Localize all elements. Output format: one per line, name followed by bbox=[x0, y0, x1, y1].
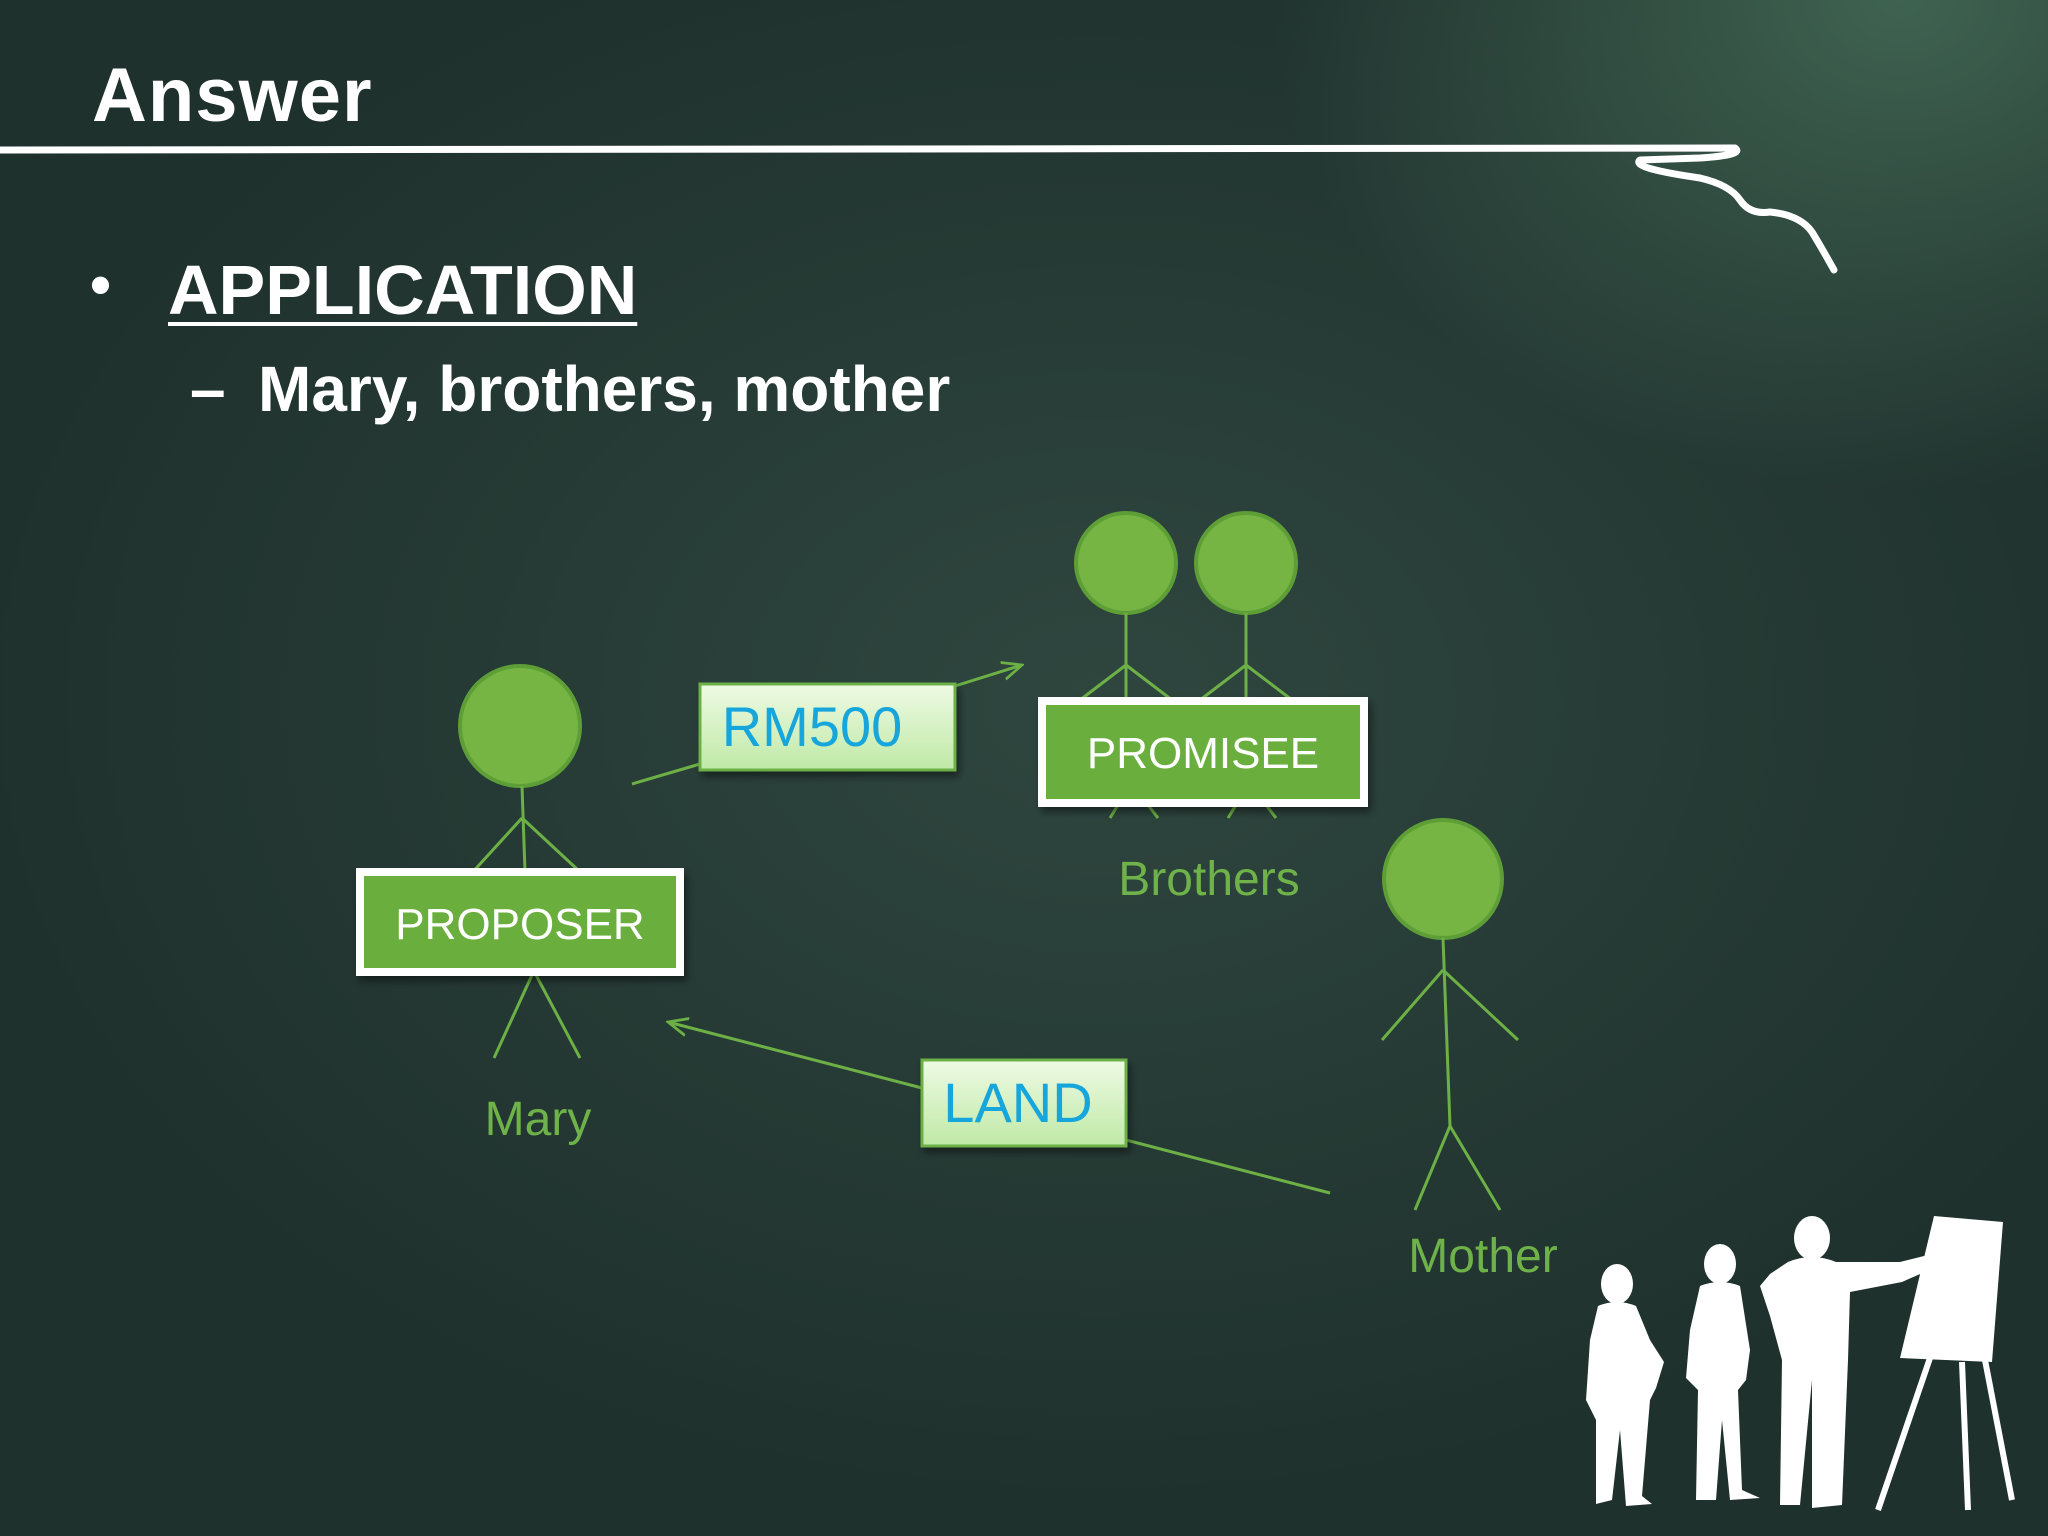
brother-head-2 bbox=[1194, 511, 1298, 615]
mother-leg-left bbox=[1413, 1125, 1452, 1211]
mother-arm-right bbox=[1441, 968, 1520, 1042]
land-label: LAND bbox=[943, 1071, 1092, 1134]
proposer-box bbox=[356, 868, 684, 976]
promisee-box bbox=[1038, 697, 1368, 807]
sub-bullet-item: –Mary, brothers, mother bbox=[190, 352, 950, 426]
mary-figure bbox=[458, 664, 582, 1059]
bullet-dot-icon: • bbox=[90, 251, 112, 318]
brother-arm-1a bbox=[1079, 663, 1127, 702]
mary-arm-left bbox=[468, 816, 524, 877]
mary-arm-right bbox=[520, 816, 580, 872]
offer-arrow bbox=[954, 665, 1022, 688]
mother-head bbox=[1382, 818, 1504, 940]
brothers-figure bbox=[1074, 511, 1298, 819]
land-box bbox=[920, 1058, 1128, 1148]
offer-label: RM500 bbox=[722, 695, 903, 758]
dash-icon: – bbox=[190, 353, 226, 425]
promisee-label: PROMISEE bbox=[1087, 729, 1319, 778]
offer-arrow-tail bbox=[631, 762, 701, 786]
bullet-heading: APPLICATION bbox=[168, 251, 638, 329]
offer-box bbox=[698, 682, 957, 772]
land-arrow bbox=[668, 1022, 923, 1090]
mother-name: Mother bbox=[1408, 1230, 1557, 1283]
title-underline bbox=[0, 144, 1838, 274]
mary-head bbox=[458, 664, 582, 788]
mary-name: Mary bbox=[485, 1093, 592, 1146]
brother-leg-1a bbox=[1108, 804, 1120, 819]
mother-arm-left bbox=[1380, 969, 1445, 1041]
brother-leg-1b bbox=[1146, 804, 1160, 819]
mother-leg-right bbox=[1448, 1125, 1502, 1211]
brothers-name: Brothers bbox=[1118, 853, 1299, 906]
proposer-label: PROPOSER bbox=[395, 900, 644, 949]
brother-arm-2a bbox=[1199, 663, 1247, 702]
brother-arm-1b bbox=[1125, 663, 1173, 702]
brother-leg-2b bbox=[1264, 804, 1278, 819]
mary-leg-left bbox=[492, 974, 534, 1059]
mother-figure bbox=[1380, 818, 1520, 1211]
sub-bullet-text: Mary, brothers, mother bbox=[258, 353, 951, 425]
brother-head-1 bbox=[1074, 511, 1178, 615]
brother-arm-2b bbox=[1245, 663, 1293, 702]
presenters-silhouette-icon bbox=[1586, 1216, 2015, 1511]
brother-leg-2a bbox=[1226, 804, 1238, 819]
slide-title: Answer bbox=[92, 53, 373, 138]
land-arrow-tail bbox=[1125, 1138, 1331, 1195]
mother-body bbox=[1441, 937, 1452, 1127]
mary-leg-right bbox=[534, 974, 582, 1059]
